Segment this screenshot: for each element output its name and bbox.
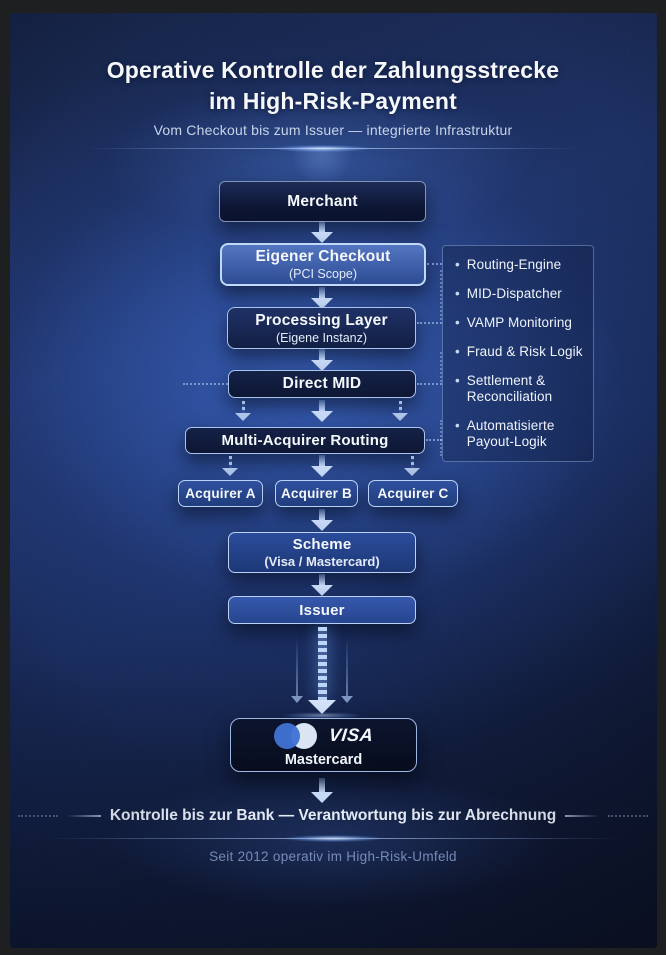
page-title-line2: im High-Risk-Payment <box>208 88 458 114</box>
arrow-down-icon <box>307 574 337 596</box>
list-item: •MID-Dispatcher <box>455 286 562 301</box>
dotted-connector <box>417 322 442 324</box>
bullet-icon: • <box>455 286 460 301</box>
arrow-down-icon <box>307 287 337 309</box>
acquirer-c-label: Acquirer C <box>377 486 449 501</box>
card-brands-node: VISA Mastercard <box>230 718 417 772</box>
flow-node-issuer: Issuer <box>228 596 416 624</box>
arrow-down-icon <box>307 400 337 422</box>
scheme-sublabel: (Visa / Mastercard) <box>264 554 380 569</box>
arrow-down-icon <box>307 221 337 243</box>
bullet-icon: • <box>455 373 460 388</box>
dotted-connector <box>440 352 442 382</box>
page-subtitle: Vom Checkout bis zum Issuer — integriert… <box>153 122 513 138</box>
mastercard-logo-icon <box>273 722 318 749</box>
flow-node-processing-layer: Processing Layer (Eigene Instanz) <box>227 307 416 349</box>
list-item: •Routing-Engine <box>455 257 562 272</box>
routing-label: Multi-Acquirer Routing <box>221 432 389 449</box>
page-title: Operative Kontrolle der Zahlungsstrecke … <box>0 55 666 117</box>
bullet-icon: • <box>455 418 460 433</box>
list-item: •Automatisierte Payout-Logik <box>455 418 555 449</box>
flow-node-acquirer-c: Acquirer C <box>368 480 458 507</box>
tagline-text: Kontrolle bis zur Bank — Verantwortung b… <box>109 807 557 824</box>
dotted-connector <box>427 263 442 265</box>
issuer-label: Issuer <box>299 601 345 619</box>
dotted-connector <box>183 383 228 385</box>
list-item: •Fraud & Risk Logik <box>455 344 583 359</box>
processing-sublabel: (Eigene Instanz) <box>275 330 368 345</box>
dash-decoration <box>565 815 600 817</box>
flow-node-merchant: Merchant <box>219 181 426 222</box>
flow-node-scheme: Scheme (Visa / Mastercard) <box>228 532 416 573</box>
direct-mid-label: Direct MID <box>282 375 362 392</box>
dotted-connector <box>440 420 442 456</box>
arrow-down-icon <box>402 456 422 476</box>
flow-node-acquirer-a: Acquirer A <box>178 480 263 507</box>
capabilities-panel: •Routing-Engine •MID-Dispatcher •VAMP Mo… <box>442 245 594 462</box>
bullet-icon: • <box>455 344 460 359</box>
flow-node-direct-mid: Direct MID <box>228 370 416 398</box>
flow-node-acquirer-b: Acquirer B <box>275 480 358 507</box>
list-item: •Settlement & Reconciliation <box>455 373 553 404</box>
scheme-label: Scheme <box>292 536 352 553</box>
bottom-tagline: Kontrolle bis zur Bank — Verantwortung b… <box>0 807 666 825</box>
acquirer-b-label: Acquirer B <box>280 486 353 501</box>
processing-label: Processing Layer <box>255 311 388 329</box>
checkout-label: Eigener Checkout <box>255 248 391 265</box>
arrow-down-icon <box>307 455 337 477</box>
dotted-connector <box>440 270 442 320</box>
arrow-down-icon <box>307 509 337 531</box>
flow-node-checkout: Eigener Checkout (PCI Scope) <box>220 243 426 286</box>
arrow-down-icon <box>390 401 410 421</box>
arrow-down-long-icon <box>307 627 337 714</box>
bullet-icon: • <box>455 257 460 272</box>
list-item: •VAMP Monitoring <box>455 315 573 330</box>
mastercard-label: Mastercard <box>284 751 363 768</box>
flow-node-multi-acquirer-routing: Multi-Acquirer Routing <box>185 427 425 454</box>
visa-logo: VISA <box>327 725 375 745</box>
arrow-down-icon <box>220 456 240 476</box>
footer-divider-flare <box>283 835 383 842</box>
arrow-down-icon <box>307 349 337 371</box>
dash-decoration <box>66 815 101 817</box>
acquirer-a-label: Acquirer A <box>185 486 256 501</box>
dotted-connector <box>417 383 442 385</box>
bullet-icon: • <box>455 315 460 330</box>
merchant-label: Merchant <box>287 192 358 210</box>
since-text: Seit 2012 operativ im High-Risk-Umfeld <box>209 849 457 864</box>
arrow-down-icon <box>307 778 337 803</box>
checkout-sublabel: (PCI Scope) <box>288 267 358 281</box>
arrow-down-icon <box>233 401 253 421</box>
dash-decoration <box>17 815 58 817</box>
dash-decoration <box>608 815 649 817</box>
page-title-line1: Operative Kontrolle der Zahlungsstrecke <box>106 57 560 83</box>
